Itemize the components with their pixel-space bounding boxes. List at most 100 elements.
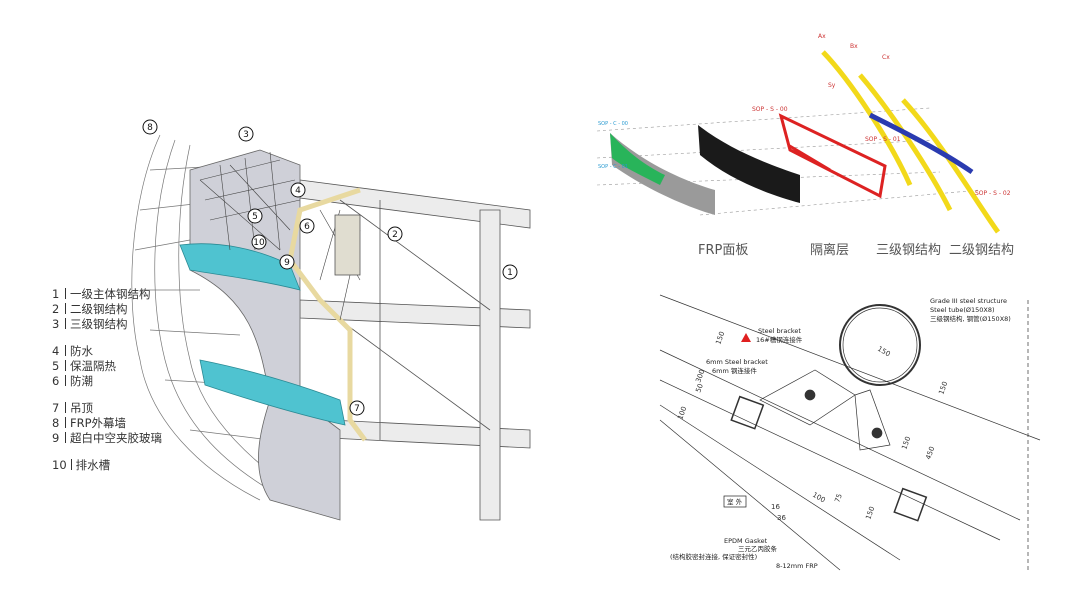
- concrete-block: [334, 214, 361, 276]
- label-frp: 8-12mm FRP: [776, 562, 818, 570]
- tag: SOP - C - 01: [598, 164, 628, 170]
- callout-10: 10: [251, 234, 267, 250]
- legend-label: 三级钢结构: [70, 317, 128, 331]
- exploded-layer-view: Ax Bx Cx Sy SOP - C - 00 SOP - C - 01 SO…: [596, 33, 1014, 258]
- callout-2: 2: [387, 226, 403, 242]
- outdoor-label-box: [723, 495, 747, 508]
- label-outdoor: 室 外: [727, 497, 743, 506]
- dimension-value: 150: [900, 435, 912, 450]
- dimension-value: 36: [777, 514, 786, 522]
- caption-tertiary-steel: 三级钢结构: [876, 243, 941, 258]
- dimension-value: 150: [864, 505, 876, 520]
- callout-5: 5: [247, 208, 263, 224]
- label-grade3-en: Grade III steel structure: [930, 297, 1007, 305]
- legend-label: 排水槽: [75, 458, 111, 472]
- label-bracket6-cn: 6mm 钢连接件: [712, 366, 757, 375]
- label-gasket-cn: 三元乙丙胶条: [738, 544, 778, 553]
- dimension-value: 75: [833, 493, 844, 504]
- legend-label: 防潮: [70, 374, 93, 388]
- dimension-value: 150: [714, 330, 726, 345]
- dimension-value: 300: [694, 368, 706, 383]
- legend-label: FRP外幕墙: [70, 416, 127, 430]
- callout-circle: [142, 119, 158, 135]
- isolation-layer: [698, 125, 800, 203]
- legend-number: 7: [52, 401, 60, 415]
- callout-circle: [299, 218, 315, 234]
- callout-number: 10: [253, 238, 265, 248]
- legend-label: 保温隔热: [70, 359, 116, 373]
- callout-circle: [349, 400, 365, 416]
- callout-1: 1: [502, 264, 518, 280]
- legend-item: 5 保温隔热: [52, 359, 162, 374]
- frp-panel-green: [610, 133, 665, 185]
- bolt: [804, 389, 816, 401]
- divider: [65, 318, 66, 329]
- callout-number: 1: [507, 268, 513, 278]
- legend-number: 5: [52, 359, 60, 373]
- axis-label-bx: Bx: [850, 43, 858, 50]
- tag: SOP - C - 00: [598, 121, 628, 127]
- callout-number: 9: [284, 258, 290, 268]
- legend-number: 6: [52, 374, 60, 388]
- callout-circle: [251, 234, 267, 250]
- warning-triangle-icon: [741, 333, 751, 342]
- legend-item: 8 FRP外幕墙: [52, 416, 162, 431]
- legend-label: 二级钢结构: [70, 302, 128, 316]
- bolt: [871, 427, 883, 439]
- callout-number: 2: [392, 230, 398, 240]
- secondary-tube-a: [821, 50, 913, 187]
- callout-3: 3: [238, 126, 254, 142]
- callout-6: 6: [299, 218, 315, 234]
- legend-number: 3: [52, 317, 60, 331]
- callout-number: 5: [252, 212, 258, 222]
- bracket-plate: [854, 389, 891, 451]
- dimension-value: 150: [876, 345, 892, 359]
- callout-number: 6: [304, 222, 310, 232]
- glass-band-upper: [179, 243, 301, 291]
- legend-number: 9: [52, 431, 60, 445]
- legend-label: 吊顶: [70, 401, 93, 415]
- legend-number: 10: [52, 458, 67, 472]
- callout-7: 7: [349, 400, 365, 416]
- caption-isolation-layer: 隔离层: [810, 242, 849, 258]
- tag: SOP - S - 01: [865, 136, 901, 143]
- label-gasket-en: EPDM Gasket: [724, 537, 768, 545]
- legend-number: 1: [52, 287, 60, 301]
- callout-number: 7: [354, 404, 360, 414]
- axis-label-ax: Ax: [818, 33, 826, 40]
- divider: [65, 375, 66, 386]
- legend-number: 4: [52, 344, 60, 358]
- callout-9: 9: [279, 254, 295, 270]
- dimension-value: 450: [924, 445, 936, 460]
- insulation-edge: [287, 187, 367, 442]
- legend-item: 7 吊顶: [52, 401, 162, 416]
- divider: [65, 417, 66, 428]
- callout-number: 4: [295, 186, 301, 196]
- legend-label: 超白中空夹胶玻璃: [70, 431, 162, 445]
- dimension-value: 150: [937, 380, 949, 395]
- callout-circle: [387, 226, 403, 242]
- legend-item: 6 防潮: [52, 374, 162, 389]
- label-bracket-en: Steel bracket: [758, 327, 801, 335]
- label-gasket-note: (结构胶密封连接, 保证密封性): [670, 552, 757, 561]
- callout-4: 4: [290, 182, 306, 198]
- divider: [70, 459, 72, 470]
- connection-detail-drawing: [659, 294, 1041, 571]
- legend-item: 9 超白中空夹胶玻璃: [52, 431, 162, 446]
- dimension-value: 100: [676, 405, 688, 420]
- callout-circle: [279, 254, 295, 270]
- divider: [65, 345, 66, 356]
- axis-label-cx: Cx: [882, 54, 890, 61]
- legend-number: 8: [52, 416, 60, 430]
- divider: [65, 432, 66, 443]
- steel-tube: [839, 304, 921, 386]
- callout-circle: [247, 208, 263, 224]
